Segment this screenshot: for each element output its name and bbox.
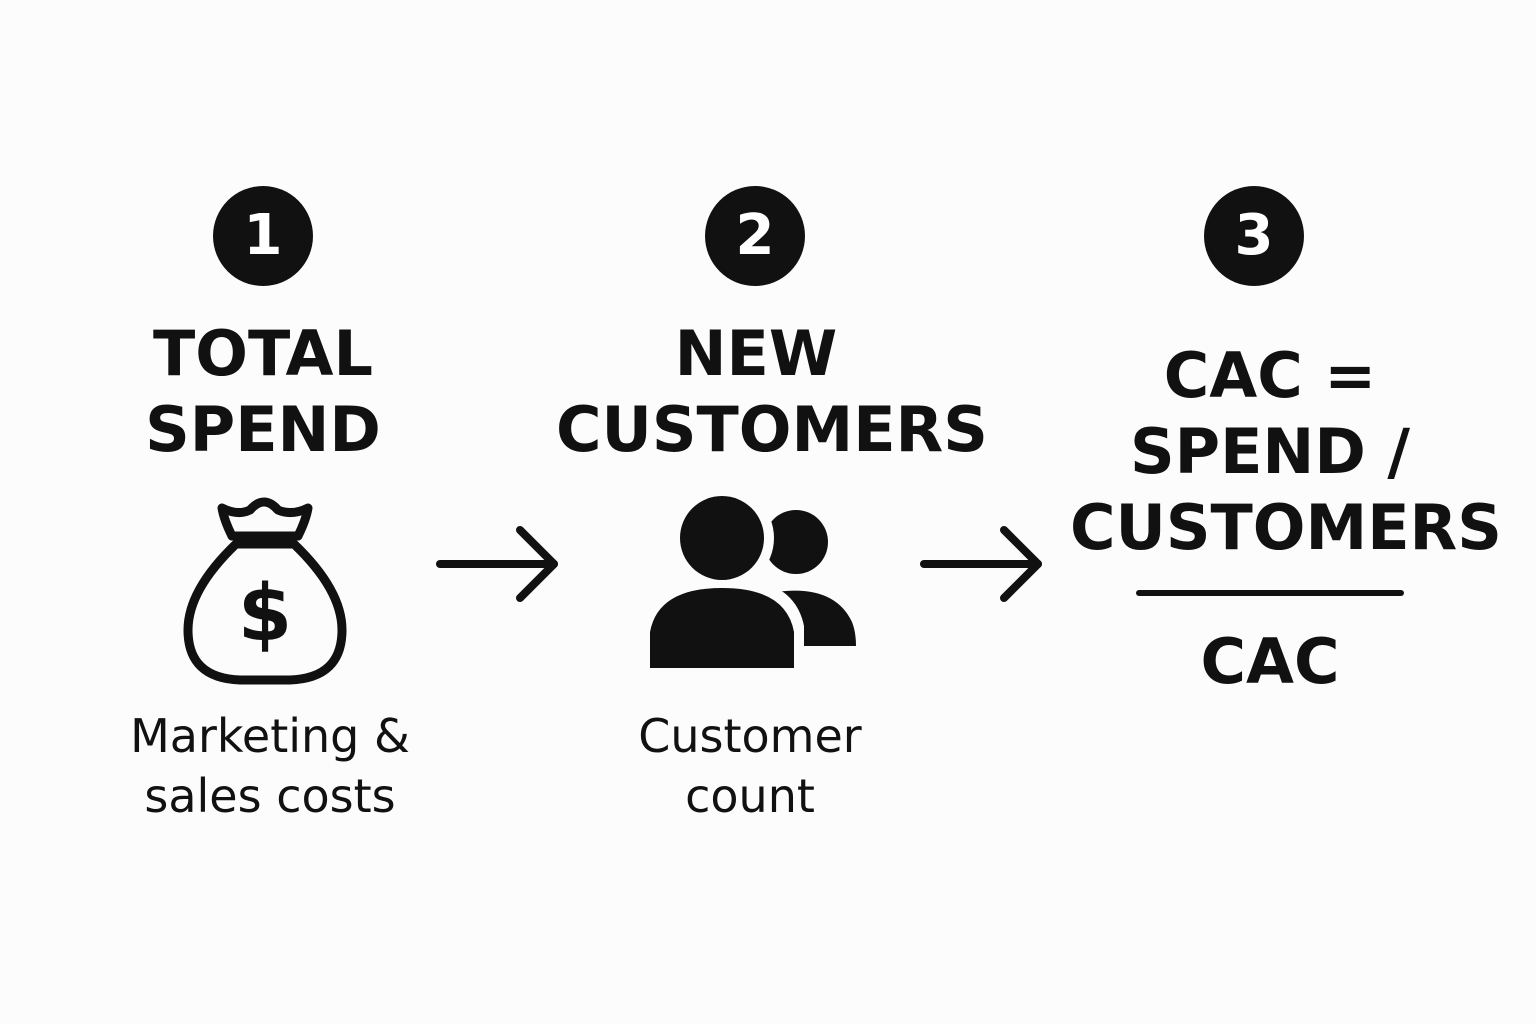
arrow-right-icon (920, 526, 1042, 602)
money-bag-icon: $ (183, 497, 347, 685)
formula-divider (1136, 590, 1404, 596)
step-2-subtitle-line-2: count (685, 769, 815, 823)
cac-result: CAC (1200, 625, 1340, 698)
step-number-badge-3: 3 (1204, 186, 1304, 286)
step-2-subtitle: Customer count (600, 706, 900, 826)
cac-formula-line-3: CUSTOMERS (1070, 491, 1502, 564)
step-1-subtitle: Marketing & sales costs (100, 706, 440, 826)
arrow-right-icon (436, 526, 558, 602)
step-1-title-line-2: SPEND (145, 393, 381, 466)
cac-formula: CAC = SPEND / CUSTOMERS (1070, 338, 1502, 566)
cac-formula-line-2: SPEND / (1129, 415, 1411, 488)
dollar-sign: $ (238, 569, 292, 659)
step-number-1: 1 (243, 203, 283, 268)
step-1-subtitle-line-1: Marketing & (130, 709, 410, 763)
cac-formula-line-1: CAC = (1163, 339, 1377, 412)
step-number-badge-2: 2 (705, 186, 805, 286)
step-number-2: 2 (735, 203, 775, 268)
step-2-title: NEW CUSTOMERS (556, 316, 988, 468)
users-icon (640, 486, 856, 672)
step-number-badge-1: 1 (213, 186, 313, 286)
step-1-title-line-1: TOTAL (153, 317, 373, 390)
step-2-title-line-1: NEW (674, 317, 838, 390)
step-number-3: 3 (1234, 203, 1274, 268)
step-1-title: TOTAL SPEND (113, 316, 413, 468)
step-2-title-line-2: CUSTOMERS (556, 393, 988, 466)
step-1-subtitle-line-2: sales costs (144, 769, 396, 823)
step-2-subtitle-line-1: Customer (638, 709, 862, 763)
